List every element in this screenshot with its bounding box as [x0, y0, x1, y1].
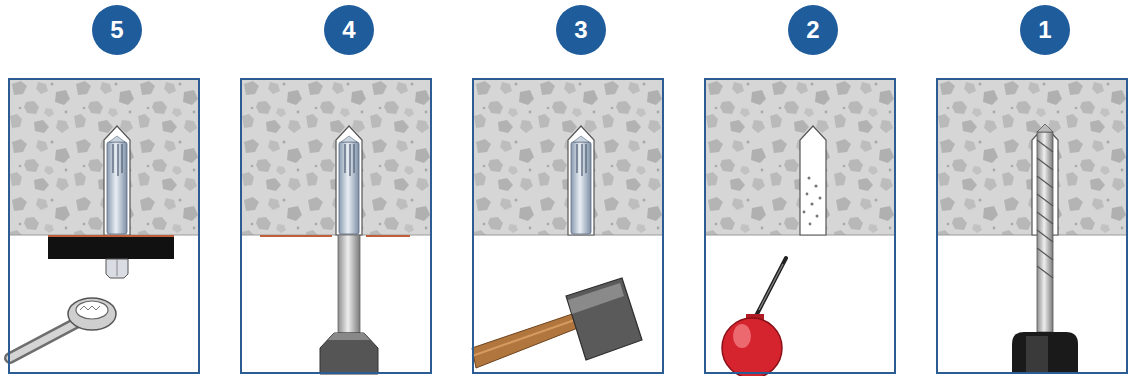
step-number: 2 — [806, 18, 819, 42]
step-number-circle: 1 — [1020, 5, 1070, 55]
step-number: 4 — [342, 18, 355, 42]
step-number-circle: 2 — [788, 5, 838, 55]
step-number-circle: 3 — [556, 5, 606, 55]
step-number-circle: 5 — [92, 5, 142, 55]
step-number-circle: 4 — [324, 5, 374, 55]
step-number: 1 — [1038, 18, 1051, 42]
step-number: 5 — [110, 18, 123, 42]
step-number: 3 — [574, 18, 587, 42]
